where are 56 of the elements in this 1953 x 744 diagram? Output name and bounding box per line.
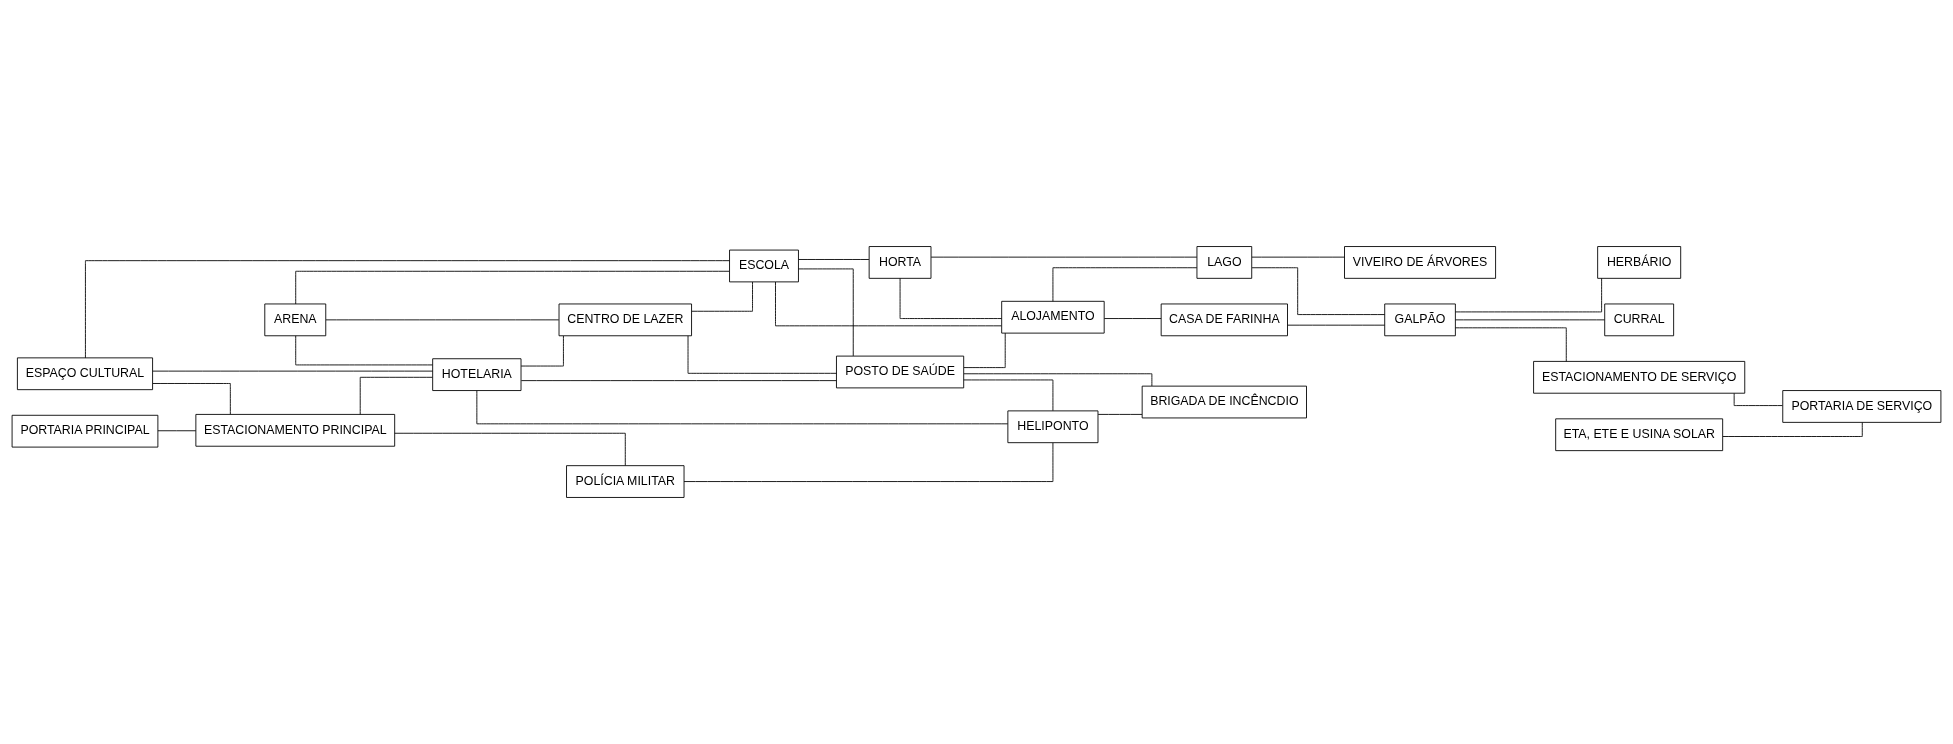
connector	[963, 373, 1153, 387]
connector	[691, 281, 753, 312]
connector	[683, 442, 1054, 482]
connector	[1251, 267, 1386, 315]
connector	[85, 260, 730, 359]
connector	[152, 383, 231, 415]
connector	[798, 268, 854, 357]
connector	[1103, 318, 1162, 319]
node-box: VIVEIRO DE ÁRVORES	[1344, 246, 1497, 279]
connector	[520, 380, 837, 382]
node-box: CASA DE FARINHA	[1160, 303, 1288, 337]
connector	[798, 259, 870, 260]
connector	[157, 430, 197, 432]
node-box: CENTRO DE LAZER	[558, 303, 692, 337]
connector	[359, 376, 433, 415]
connector	[1722, 422, 1863, 437]
node-box: PORTARIA PRINCIPAL	[11, 414, 159, 448]
node-box: ETA, ETE E USINA SOLAR	[1555, 418, 1724, 452]
connector	[775, 281, 1002, 327]
connector	[1455, 319, 1605, 321]
node-box: HORTA	[868, 246, 932, 279]
node-box: ESCOLA	[729, 249, 799, 283]
connector	[1733, 393, 1783, 406]
connector	[476, 390, 1009, 425]
connector	[1052, 267, 1198, 302]
node-box: ALOJAMENTO	[1001, 300, 1105, 334]
node-box: ESTACIONAMENTO PRINCIPAL	[195, 413, 396, 447]
connector	[930, 256, 1198, 258]
node-box: GALPÃO	[1384, 303, 1456, 337]
node-box: ESTACIONAMENTO DE SERVIÇO	[1533, 360, 1746, 394]
connector	[152, 370, 434, 372]
node-box: HELIPONTO	[1007, 410, 1099, 444]
node-box: ESPAÇO CULTURAL	[16, 357, 153, 391]
connector	[1097, 413, 1143, 415]
connector	[394, 432, 626, 466]
node-box: POLÍCIA MILITAR	[566, 465, 685, 498]
connector	[899, 277, 1003, 319]
connector	[295, 335, 433, 366]
connector	[1455, 277, 1603, 313]
connector	[687, 335, 837, 374]
connector	[520, 335, 564, 367]
node-box: POSTO DE SAÚDE	[836, 355, 965, 389]
node-box: PORTARIA DE SERVIÇO	[1782, 390, 1942, 423]
node-box: BRIGADA DE INCÊNCDIO	[1141, 385, 1307, 419]
connector	[1287, 324, 1386, 326]
node-box: LAGO	[1196, 246, 1253, 279]
node-box: HERBÁRIO	[1597, 246, 1682, 279]
node-box: ARENA	[264, 303, 327, 337]
node-box: HOTELARIA	[432, 358, 522, 391]
connector	[963, 332, 1006, 368]
node-box: CURRAL	[1604, 303, 1675, 337]
connector	[1251, 256, 1345, 258]
connector	[1455, 327, 1567, 362]
connector	[295, 270, 730, 305]
connector	[325, 319, 560, 321]
connector	[963, 379, 1054, 412]
